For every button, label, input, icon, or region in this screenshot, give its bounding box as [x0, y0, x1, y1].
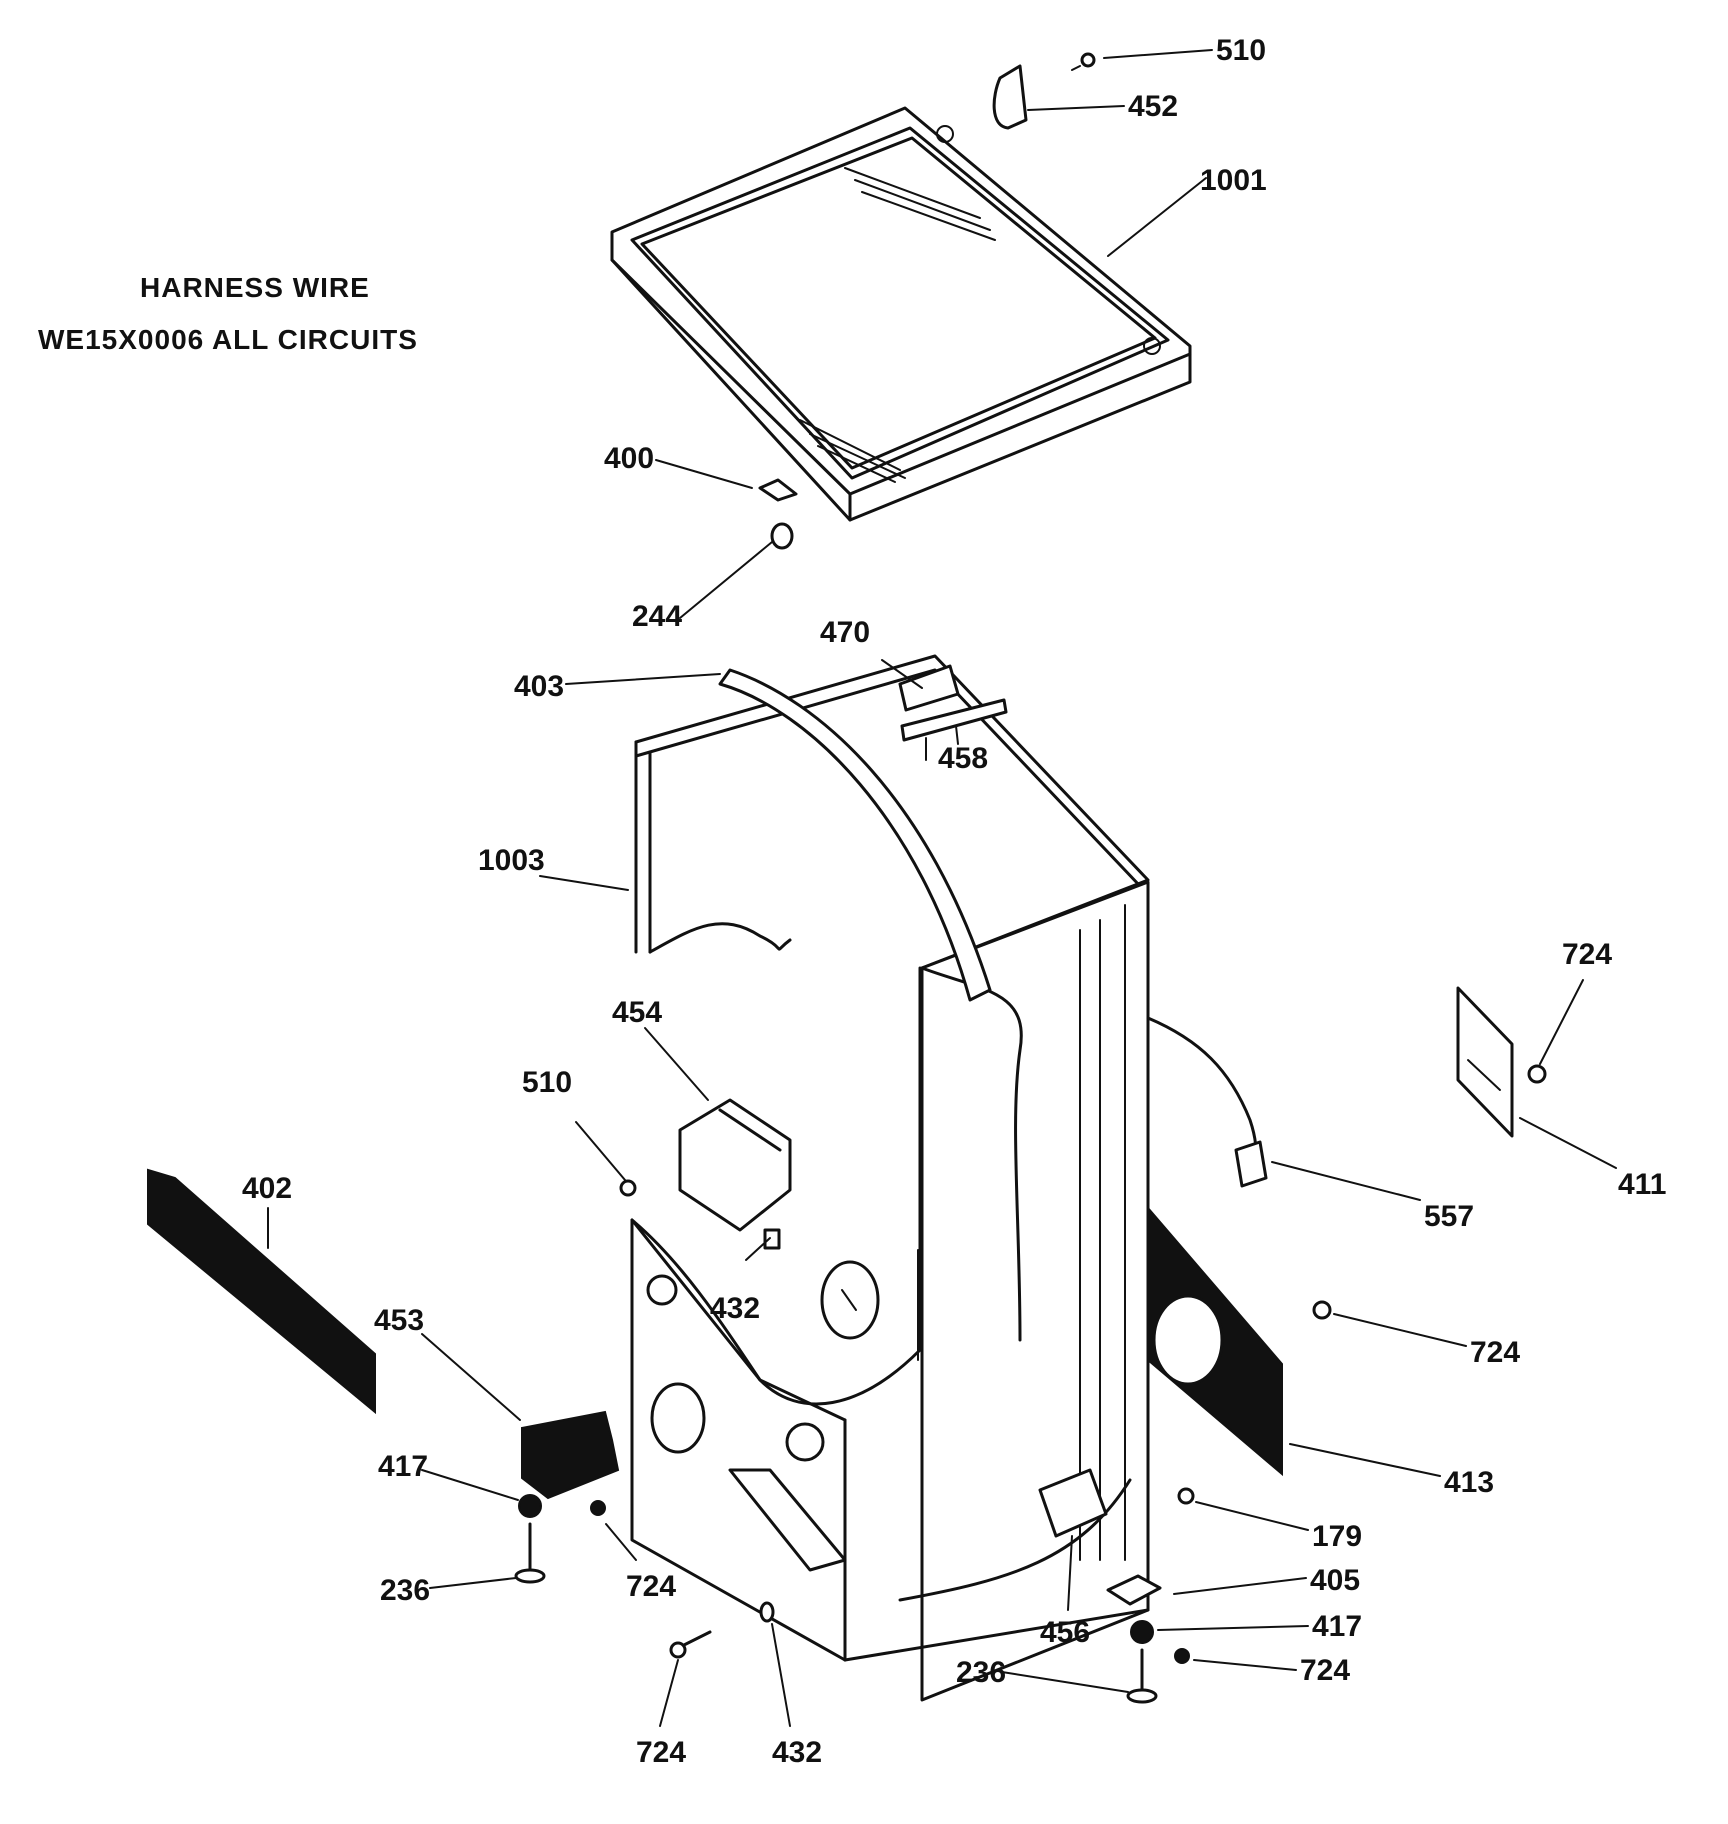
- callout-510-mid: 510: [522, 1066, 572, 1099]
- harness-note-line-2: WE15X0006 ALL CIRCUITS: [38, 324, 418, 355]
- callout-456: 456: [1040, 1616, 1090, 1649]
- callout-557: 557: [1424, 1200, 1474, 1233]
- callout-432-lower: 432: [772, 1736, 822, 1769]
- callout-413: 413: [1444, 1466, 1494, 1499]
- levelling-pad-417-left: [518, 1494, 542, 1518]
- terminal-block-470: [898, 664, 960, 712]
- clip-432-lower: [759, 1601, 775, 1623]
- screw-724-bottom: [669, 1630, 712, 1659]
- levelling-pad-417-right: [1130, 1620, 1154, 1644]
- callout-724-bottom: 724: [636, 1736, 686, 1769]
- top-cover: [610, 106, 1192, 522]
- clip-400: [758, 478, 798, 502]
- callout-454: 454: [612, 996, 662, 1029]
- callout-724-bottom-right: 724: [1300, 1654, 1350, 1687]
- harness-note-line-1: HARNESS WIRE: [140, 272, 370, 303]
- callout-411: 411: [1618, 1168, 1666, 1201]
- exhaust-duct-413: [1147, 1205, 1283, 1477]
- screw-724-left: [590, 1500, 606, 1516]
- callout-244: 244: [632, 600, 682, 633]
- callout-236-left: 236: [380, 1574, 430, 1607]
- terminal-bar-458: [900, 698, 1008, 742]
- power-cord-557: [1146, 1016, 1268, 1188]
- screw-724-right: [1312, 1300, 1332, 1320]
- screw-510-top: [1071, 52, 1096, 71]
- clip-432-upper: [763, 1228, 781, 1250]
- toe-kick-402: [147, 1168, 376, 1415]
- bracket-405: [1106, 1574, 1162, 1606]
- callout-1003: 1003: [478, 844, 545, 877]
- callout-labels: 510 452 1001 400 244 470 403 458 1003 45…: [242, 34, 1666, 1769]
- screw-724-bottom-right: [1174, 1648, 1190, 1664]
- callout-453: 453: [374, 1304, 424, 1337]
- callout-470: 470: [820, 616, 870, 649]
- callout-417-right: 417: [1312, 1610, 1362, 1643]
- callout-402: 402: [242, 1172, 292, 1205]
- rear-plate-411: [1456, 986, 1514, 1138]
- levelling-leg-236-left: [514, 1522, 546, 1584]
- screw-179: [1177, 1487, 1195, 1505]
- bumper-244: [770, 522, 794, 550]
- callout-724-right: 724: [1470, 1336, 1520, 1369]
- screw-724-upper-right: [1527, 1064, 1547, 1084]
- callout-1001: 1001: [1200, 164, 1267, 197]
- callout-417-left: 417: [378, 1450, 428, 1483]
- callout-236-right: 236: [956, 1656, 1006, 1689]
- bracket-453: [521, 1410, 620, 1500]
- bracket-456: [1038, 1468, 1108, 1538]
- door-switch-454: [678, 1098, 792, 1232]
- callout-452: 452: [1128, 90, 1178, 123]
- levelling-leg-236-right: [1126, 1648, 1158, 1704]
- leader-lines: [267, 49, 1617, 1727]
- callout-458: 458: [938, 742, 988, 775]
- callout-510-top: 510: [1216, 34, 1266, 67]
- callout-179: 179: [1312, 1520, 1362, 1553]
- callout-403: 403: [514, 670, 564, 703]
- callout-432-upper: 432: [710, 1292, 760, 1325]
- callout-405: 405: [1310, 1564, 1360, 1597]
- callout-724-upper-right: 724: [1562, 938, 1612, 971]
- callout-400: 400: [604, 442, 654, 475]
- screw-510-mid: [619, 1179, 637, 1197]
- hinge-bracket-452: [992, 64, 1028, 130]
- callout-724-left: 724: [626, 1570, 676, 1603]
